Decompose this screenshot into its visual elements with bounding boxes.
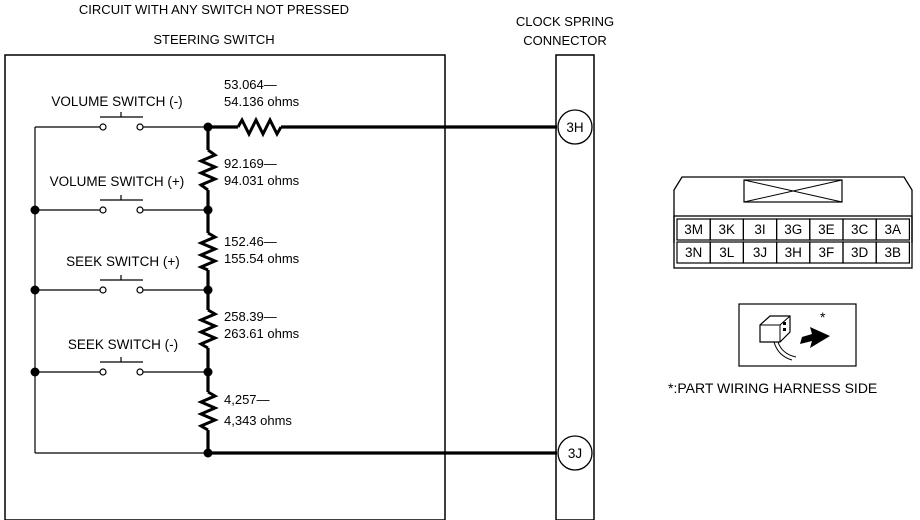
switch-contact-icon bbox=[99, 286, 107, 294]
connector-pin-label: 3N bbox=[685, 245, 702, 260]
switch-label-volume-minus: VOLUME SWITCH (-) bbox=[51, 94, 182, 109]
connector-pin-label: 3E bbox=[818, 222, 835, 237]
connector-pin-label: 3D bbox=[851, 245, 869, 260]
connector-pin-label: 3F bbox=[819, 245, 835, 260]
connector-pin-label: 3M bbox=[684, 222, 703, 237]
switch-row-seek-minus: SEEK SWITCH (-) bbox=[35, 337, 208, 376]
connector-pin-label: 3J bbox=[753, 245, 767, 260]
junction-dot bbox=[30, 367, 40, 377]
connector-pin-label: 3L bbox=[719, 245, 735, 260]
resistor-r1-value-line2: 54.136 ohms bbox=[224, 94, 300, 109]
switch-contact-icon bbox=[136, 206, 144, 214]
junction-dot bbox=[203, 122, 213, 132]
connector-pin-label: 3I bbox=[754, 222, 765, 237]
resistor-r4-value-line1: 258.39— bbox=[224, 309, 277, 324]
connector-pin-label: 3C bbox=[851, 222, 869, 237]
steering-switch-box bbox=[4, 54, 446, 520]
circuit-condition-title: CIRCUIT WITH ANY SWITCH NOT PRESSED bbox=[79, 2, 349, 17]
junction-dot bbox=[203, 448, 213, 458]
switch-label-seek-minus: SEEK SWITCH (-) bbox=[68, 337, 178, 352]
connector-pin-cell bbox=[875, 241, 911, 264]
terminal-3h-label: 3H bbox=[566, 120, 583, 135]
junction-dot bbox=[30, 285, 40, 295]
resistor-r2-icon bbox=[197, 148, 219, 192]
resistor-r1-icon bbox=[236, 116, 283, 138]
switch-contact-icon bbox=[99, 206, 107, 214]
junction-dot bbox=[30, 205, 40, 215]
resistor-r2-value-line2: 94.031 ohms bbox=[224, 173, 300, 188]
switch-row-volume-plus: VOLUME SWITCH (+) bbox=[35, 174, 208, 214]
connector-pin-label: 3G bbox=[784, 222, 802, 237]
resistor-r3-icon bbox=[197, 231, 219, 272]
switch-label-volume-plus: VOLUME SWITCH (+) bbox=[50, 174, 185, 189]
resistor-r3-value-line1: 152.46— bbox=[224, 234, 277, 249]
connector-lock-icon bbox=[743, 179, 843, 203]
arrow-icon bbox=[800, 327, 830, 348]
connector-pin-cell bbox=[875, 218, 911, 241]
resistor-r5-value-line1: 4,257— bbox=[224, 392, 270, 407]
connector-pin-label: 3K bbox=[719, 222, 736, 237]
resistor-r3-value-line2: 155.54 ohms bbox=[224, 251, 300, 266]
switch-contact-icon bbox=[99, 123, 107, 131]
connector-pin-label: 3H bbox=[785, 245, 802, 260]
junction-dot bbox=[203, 367, 213, 377]
junction-dot bbox=[203, 205, 213, 215]
switch-row-seek-plus: SEEK SWITCH (+) bbox=[35, 254, 208, 294]
terminal-3j-label: 3J bbox=[568, 446, 582, 461]
harness-note: *:PART WIRING HARNESS SIDE bbox=[668, 380, 877, 396]
switch-contact-icon bbox=[136, 123, 144, 131]
junction-dot bbox=[203, 285, 213, 295]
switch-contact-icon bbox=[99, 368, 107, 376]
connector-pin-grid: 3M 3K 3I 3G 3E 3C 3A 3N 3L 3J 3H 3F 3D 3B bbox=[676, 218, 911, 264]
terminal-3j: 3J bbox=[557, 435, 593, 471]
connector-face: 3M 3K 3I 3G 3E 3C 3A 3N 3L 3J 3H 3F 3D 3B bbox=[673, 176, 913, 269]
steering-switch-title: STEERING SWITCH bbox=[153, 32, 274, 47]
connector-pin-label: 3B bbox=[885, 245, 902, 260]
terminal-3h: 3H bbox=[557, 109, 593, 145]
resistor-r2-value-line1: 92.169— bbox=[224, 156, 277, 171]
resistor-r1-value-line1: 53.064— bbox=[224, 77, 277, 92]
resistor-r4-icon bbox=[197, 308, 219, 350]
resistor-r4-value-line2: 263.61 ohms bbox=[224, 326, 300, 341]
clock-spring-title-line2: CONNECTOR bbox=[523, 33, 607, 48]
switch-label-seek-plus: SEEK SWITCH (+) bbox=[66, 254, 180, 269]
clock-spring-title-line1: CLOCK SPRING bbox=[516, 14, 614, 29]
switch-contact-icon bbox=[136, 286, 144, 294]
resistor-r5-value-line2: 4,343 ohms bbox=[224, 413, 292, 428]
switch-contact-icon bbox=[136, 368, 144, 376]
harness-asterisk: * bbox=[820, 309, 826, 325]
resistor-r5-icon bbox=[197, 390, 219, 432]
clock-spring-connector-strip bbox=[555, 54, 595, 520]
connector-pin-label: 3A bbox=[885, 222, 902, 237]
switch-row-volume-minus: VOLUME SWITCH (-) bbox=[35, 94, 208, 131]
harness-side-icon: * bbox=[738, 303, 857, 367]
